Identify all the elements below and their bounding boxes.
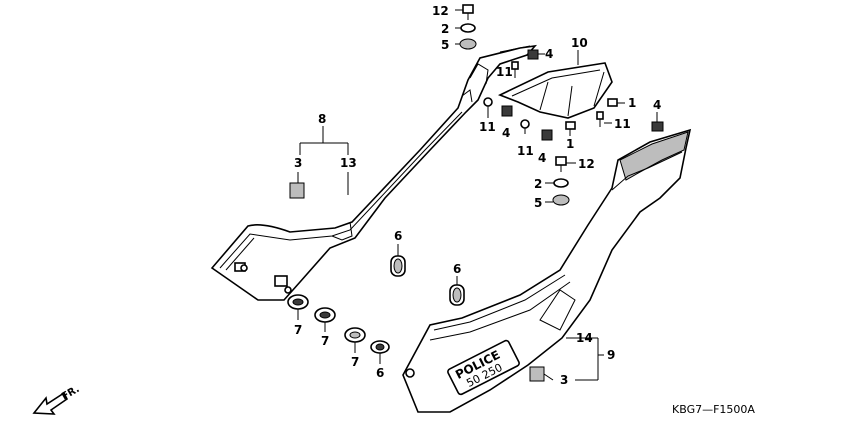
screw-11d (596, 111, 604, 127)
label-3-upper (289, 182, 305, 199)
callout-4: 4 (538, 151, 546, 165)
callout-4: 4 (502, 126, 510, 140)
callout-3: 3 (294, 156, 302, 170)
clip-1b (565, 121, 576, 130)
callout-8: 8 (318, 112, 326, 126)
callout-9: 9 (607, 348, 615, 362)
callout-6: 6 (453, 262, 461, 276)
screw-11c (520, 119, 530, 134)
callout-6: 6 (394, 229, 402, 243)
leader-lines (297, 9, 658, 381)
callouts: 12 2 5 4 10 11 1 4 11 11 4 11 4 1 12 2 5… (294, 4, 661, 387)
callout-4: 4 (653, 98, 661, 112)
drawing-code: KBG7—F1500A (672, 403, 755, 416)
callout-2: 2 (534, 177, 542, 191)
clip-4a (527, 49, 539, 60)
callout-6: 6 (376, 366, 384, 380)
fastener-stack-right (552, 156, 570, 206)
front-direction-arrow: FR. (32, 384, 82, 415)
callout-13: 13 (340, 156, 357, 170)
grommet-6c (370, 340, 390, 354)
callout-7: 7 (294, 323, 302, 337)
tail-center-cover (497, 62, 613, 119)
callout-12: 12 (432, 4, 449, 18)
screw-11a (511, 61, 519, 76)
callout-11: 11 (479, 120, 496, 134)
callout-10: 10 (571, 36, 588, 50)
grommet-7b (314, 307, 336, 323)
callout-11: 11 (496, 65, 513, 79)
callout-5: 5 (441, 38, 449, 52)
callout-7: 7 (321, 334, 329, 348)
callout-2: 2 (441, 22, 449, 36)
clip-1a (607, 98, 618, 107)
callout-1: 1 (628, 96, 636, 110)
callout-5: 5 (534, 196, 542, 210)
clip-4d (651, 121, 664, 132)
screw-11b (483, 97, 493, 112)
grommet-6b (449, 284, 465, 306)
callout-4: 4 (545, 47, 553, 61)
grommet-7a (287, 294, 309, 310)
right-side-cover: POLICE 50 250 (402, 128, 692, 413)
arrow-icon (32, 391, 69, 415)
clip-4b (501, 105, 513, 117)
clip-4c (541, 129, 553, 141)
direction-label: FR. (60, 384, 82, 403)
left-side-cover (210, 44, 538, 301)
grommet-7c (344, 327, 366, 343)
callout-3: 3 (560, 373, 568, 387)
fastener-stack-top (459, 4, 477, 50)
callout-1: 1 (566, 137, 574, 151)
callout-11: 11 (614, 117, 631, 131)
callout-14: 14 (576, 331, 593, 345)
grommet-6a (390, 255, 406, 277)
callout-11: 11 (517, 144, 534, 158)
callout-7: 7 (351, 355, 359, 369)
label-3-lower (529, 366, 545, 382)
callout-12: 12 (578, 157, 595, 171)
